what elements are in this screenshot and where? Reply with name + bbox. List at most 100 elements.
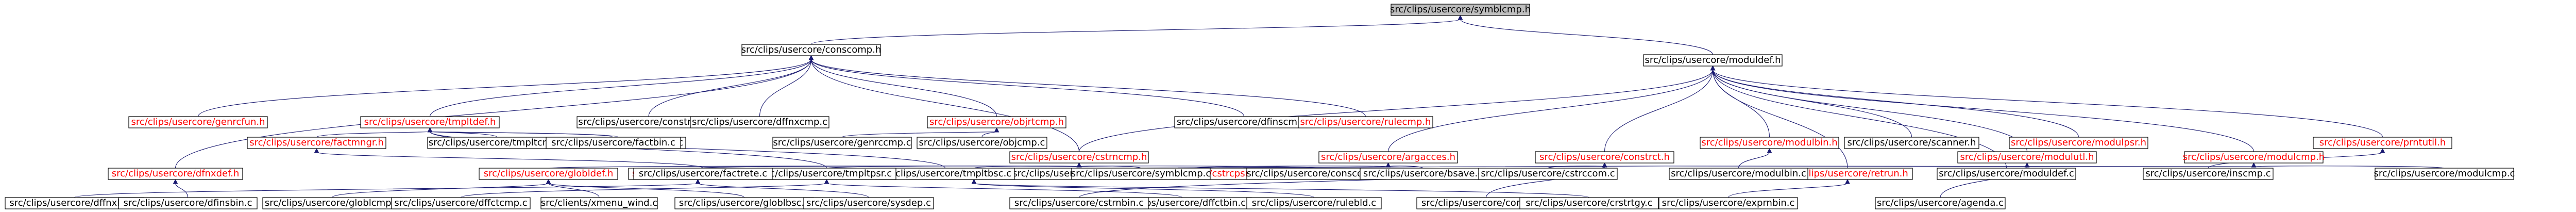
- node-label: src/clips/usercore/modulbin.c: [1671, 168, 1806, 179]
- node-moduldef-c[interactable]: src/clips/usercore/moduldef.c: [1937, 168, 2076, 180]
- node-label: src/clips/usercore/constrcmp.c: [578, 117, 719, 127]
- node-prntutil[interactable]: src/clips/usercore/prntutil.h: [2313, 137, 2452, 149]
- node-label: src/clips/usercore/modulutl.h: [1960, 152, 2094, 162]
- node-inscmp[interactable]: src/clips/usercore/inscmp.c: [2143, 168, 2274, 180]
- node-exprnbin[interactable]: src/clips/usercore/exprnbin.c: [1658, 197, 1798, 209]
- node-label: src/clips/usercore/modulcmp.h: [2183, 152, 2325, 162]
- node-moduldef[interactable]: src/clips/usercore/moduldef.h: [1643, 54, 1783, 67]
- node-box: [803, 197, 934, 209]
- node-root[interactable]: src/clips/usercore/symblcmp.h: [1390, 4, 1531, 16]
- node-modulutl[interactable]: src/clips/usercore/modulutl.h: [1957, 151, 2097, 164]
- node-label: src/clips/usercore/globlcmp.c: [265, 198, 399, 208]
- edge-tmpltcmp-to-tmpltdef: [429, 131, 498, 138]
- node-symblcmp-c[interactable]: src/clips/usercore/symblcmp.c: [1071, 168, 1211, 180]
- node-genrccmp[interactable]: src/clips/usercore/genrccmp.c: [772, 137, 912, 149]
- node-label: src/clips/usercore/cstrncmp.h: [1011, 152, 1147, 162]
- arrowhead: [1385, 162, 1391, 168]
- edge-constrct-to-moduldef: [1604, 69, 1714, 152]
- node-label: src/clips/usercore/agenda.c: [1877, 198, 2004, 208]
- node-label: src/clips/usercore/crstrtgy.c: [1526, 198, 1652, 208]
- node-agenda[interactable]: src/clips/usercore/agenda.c: [1875, 197, 2006, 209]
- node-argacces[interactable]: src/clips/usercore/argacces.h: [1318, 151, 1458, 164]
- node-modulbin[interactable]: src/clips/usercore/modulbin.h: [1700, 137, 1839, 149]
- node-label: src/clips/usercore/argacces.h: [1321, 152, 1455, 162]
- edge-dffctcmp-to-dffctdef: [460, 183, 827, 198]
- node-box: [1875, 197, 2006, 209]
- node-label: src/clips/usercore/symblcmp.c: [1071, 168, 1211, 179]
- node-box: [690, 116, 829, 128]
- node-dffnxbin[interactable]: src/clips/usercore/dffnxbin.c: [5, 197, 144, 209]
- node-box: [2375, 168, 2514, 180]
- edge-scanner-to-moduldef: [1712, 69, 1912, 138]
- node-box: [1519, 197, 1659, 209]
- node-label: src/clips/usercore/genrccmp.c: [773, 137, 911, 148]
- edge-dfinscmp-to-conscomp: [810, 59, 1245, 117]
- node-box: [118, 197, 258, 209]
- node-scanner[interactable]: src/clips/usercore/scanner.h: [1844, 137, 1979, 149]
- node-rulebld[interactable]: src/clips/usercore/rulebld.c: [1246, 197, 1382, 209]
- edge-symblcmp_c-to-cstrncmp: [1078, 166, 1142, 169]
- edge-objrtcmp-to-conscomp: [810, 59, 997, 117]
- node-retrun[interactable]: src/clips/usercore/retrun.h: [1782, 168, 1913, 180]
- node-constrct[interactable]: src/clips/usercore/constrct.h: [1535, 151, 1674, 164]
- node-globlcmp[interactable]: src/clips/usercore/globlcmp.c: [262, 197, 402, 209]
- node-box: [546, 137, 681, 149]
- node-factmngr[interactable]: src/clips/usercore/factmngr.h: [247, 137, 386, 149]
- arrowhead: [314, 148, 319, 153]
- node-tmpltcmp[interactable]: src/clips/usercore/tmpltcmp.c: [427, 137, 567, 149]
- node-box: [391, 197, 531, 209]
- node-label: src/clips/usercore/conscomp.h: [741, 44, 882, 55]
- node-constrct-cmp[interactable]: src/clips/usercore/constrcmp.c: [577, 116, 721, 128]
- node-sysdep[interactable]: src/clips/usercore/sysdep.c: [803, 197, 934, 209]
- edge-globlcmp-to-globldef: [331, 183, 549, 198]
- node-dfinsbin[interactable]: src/clips/usercore/dfinsbin.c: [118, 197, 258, 209]
- node-userfunctions[interactable]: src/clients/xmenu_wind.c: [540, 197, 658, 209]
- node-label: src/clips/usercore/bsave.c: [1363, 168, 1483, 179]
- edge-crstrtgy-to-ruledef: [973, 183, 1590, 198]
- node-dfinscmp[interactable]: src/clips/usercore/dfinscmp.c: [1174, 116, 1314, 128]
- node-factrete[interactable]: src/clips/usercore/factrete.c: [633, 168, 773, 180]
- node-label: src/clips/usercore/dfinsbin.c: [123, 198, 252, 208]
- node-genrcfun[interactable]: src/clips/usercore/genrcfun.h: [128, 116, 268, 128]
- node-globlbsc[interactable]: src/clips/usercore/globlbsc.c: [674, 197, 814, 209]
- node-crstrtgy[interactable]: src/clips/usercore/crstrtgy.c: [1519, 197, 1659, 209]
- node-modulbin-c[interactable]: src/clips/usercore/modulbin.c: [1669, 168, 1808, 180]
- node-objrtcmp[interactable]: src/clips/usercore/objrtcmp.h: [927, 116, 1066, 128]
- arrowhead: [824, 178, 829, 184]
- node-modulpsr[interactable]: src/clips/usercore/modulpsr.h: [2009, 137, 2148, 149]
- node-factbin[interactable]: src/clips/usercore/factbin.c: [546, 137, 681, 149]
- node-objcmp[interactable]: src/clips/usercore/objcmp.c: [917, 137, 1047, 149]
- node-dffnxcmp[interactable]: src/clips/usercore/dffnxcmp.c: [690, 116, 829, 128]
- edge-cstrncmp-to-moduldef: [1078, 69, 1714, 152]
- node-box: [1957, 151, 2097, 164]
- edge-moduldef_c-to-moduldef: [1712, 69, 2007, 169]
- edge-prntutil-to-moduldef: [1712, 69, 2383, 138]
- node-cstrnbin[interactable]: src/clips/usercore/cstrnbin.c: [1009, 197, 1149, 209]
- node-bsave-c[interactable]: src/clips/usercore/bsave.c: [1360, 168, 1486, 180]
- node-tmpltpsr[interactable]: src/clips/usercore/tmpltpsr.c: [757, 168, 896, 180]
- node-label: src/clips/usercore/scanner.h: [1847, 137, 1976, 148]
- node-label: src/clips/usercore/dffnxcmp.c: [692, 117, 827, 127]
- node-box: [927, 116, 1066, 128]
- node-globldef[interactable]: src/clips/usercore/globldef.h: [479, 168, 618, 180]
- arrowhead: [1710, 65, 1716, 71]
- node-dfnxdef[interactable]: src/clips/usercore/dfnxdef.h: [108, 168, 243, 180]
- node-box: [1246, 197, 1382, 209]
- node-conscomp-c[interactable]: src/clips/usercore/conscomp.c: [1246, 168, 1386, 180]
- node-modulcmp[interactable]: src/clips/usercore/modulcmp.h: [2183, 151, 2325, 164]
- node-cstrccom[interactable]: src/clips/usercore/cstrccom.c: [1478, 168, 1618, 180]
- node-label: src/clips/usercore/symblcmp.h: [1390, 4, 1531, 15]
- node-label: src/clips/usercore/dffctcmp.c: [394, 198, 527, 208]
- node-label: src/clients/xmenu_wind.c: [541, 198, 657, 208]
- arrowhead: [994, 127, 999, 133]
- node-conscomp[interactable]: src/clips/usercore/conscomp.h: [741, 44, 882, 56]
- node-tmpltdef[interactable]: src/clips/usercore/tmpltdef.h: [360, 116, 500, 128]
- arrowhead: [2380, 148, 2385, 153]
- edge-rulebld-to-ruledef: [973, 183, 1315, 198]
- node-dffctcmp[interactable]: src/clips/usercore/dffctcmp.c: [391, 197, 531, 209]
- node-tmpltbsc[interactable]: src/clips/usercore/tmpltbsc.c: [875, 168, 1015, 180]
- node-ruleucmp[interactable]: src/clips/usercore/rulecmp.h: [1298, 116, 1433, 128]
- node-modulcmp-c[interactable]: src/clips/usercore/modulcmp.c: [2374, 168, 2515, 180]
- node-cstrncmp[interactable]: src/clips/usercore/cstrncmp.h: [1009, 151, 1149, 164]
- node-box: [1643, 54, 1783, 67]
